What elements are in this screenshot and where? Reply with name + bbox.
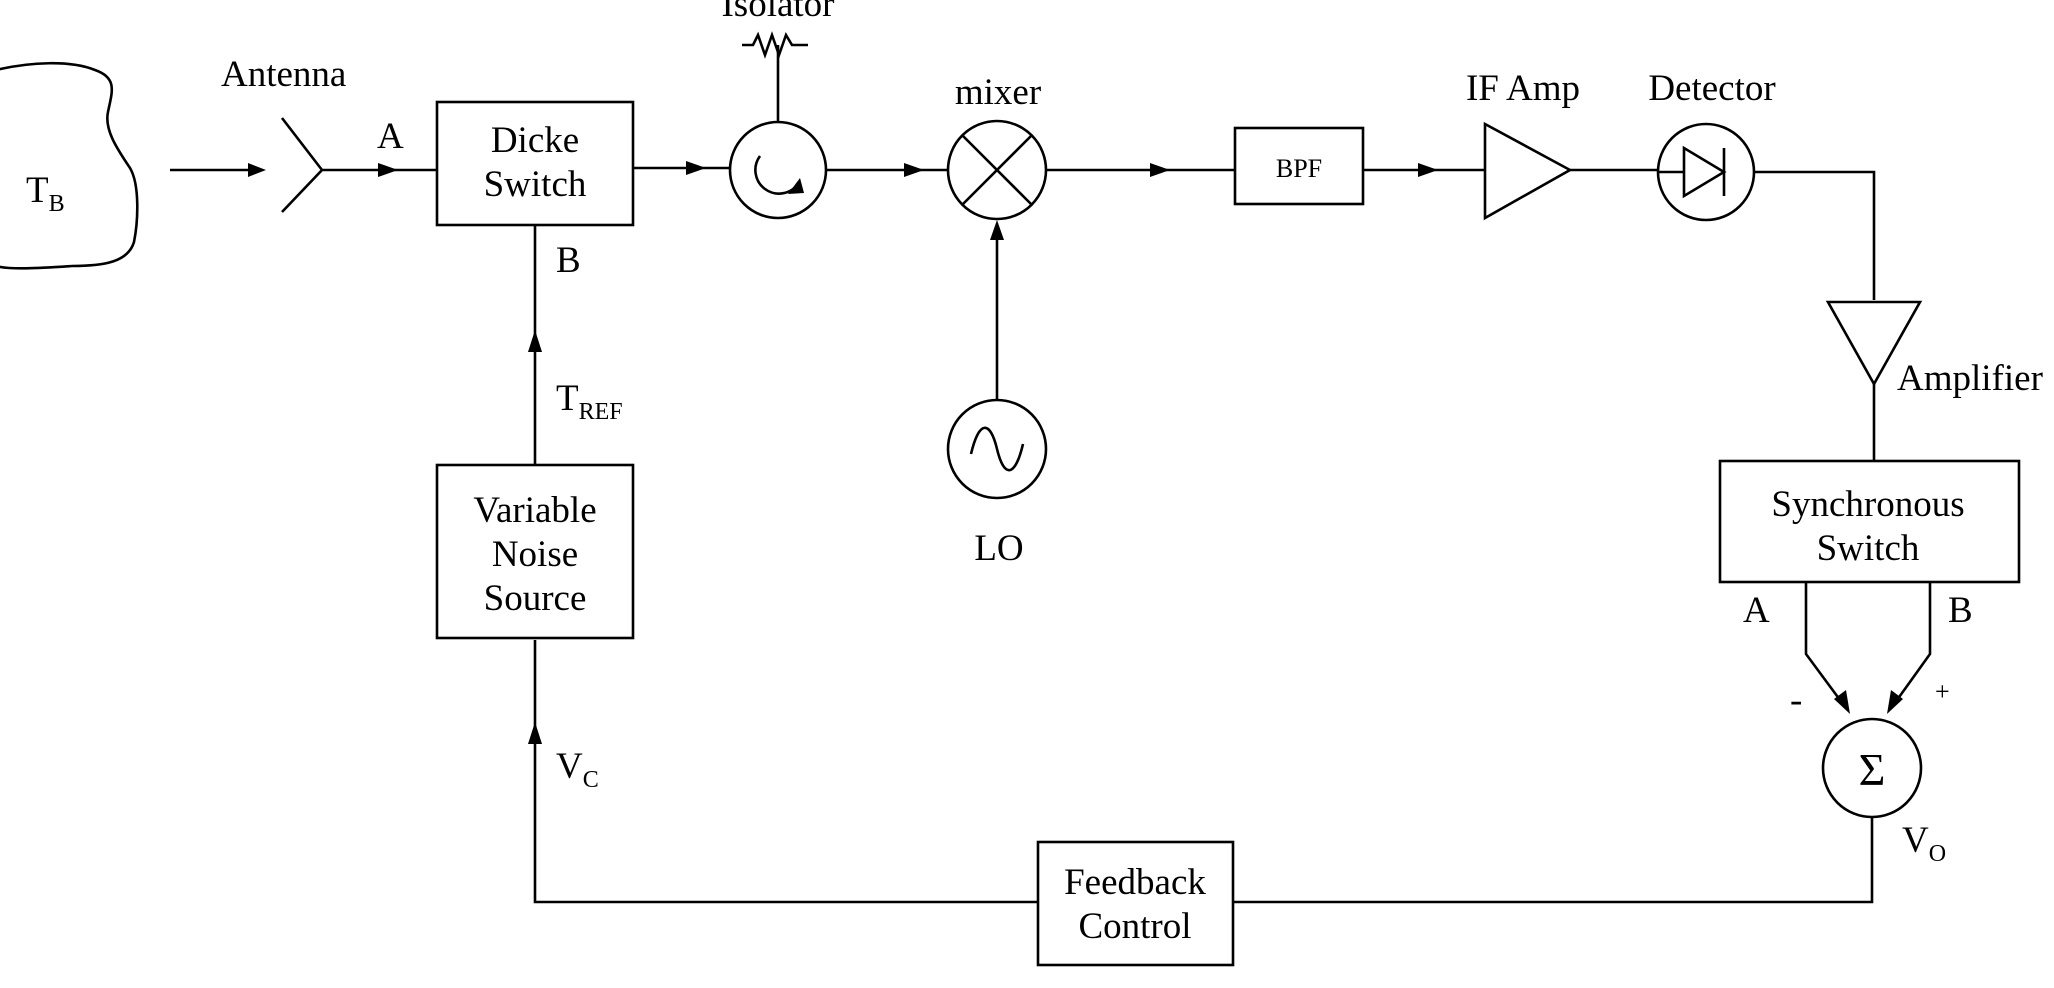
feedback-label-line-1: Feedback (1064, 862, 1206, 903)
mixer-symbol (946, 119, 1048, 221)
scene-blob-outline (0, 61, 139, 270)
isolator-symbol (728, 31, 828, 220)
arrowhead-to-dicke-switch (378, 163, 398, 177)
arrowhead-to-noise-source (528, 722, 542, 744)
sync-switch-label-line-2: Switch (1817, 528, 1920, 569)
dicke-switch-label-line-1: Dicke (491, 120, 579, 161)
noise-source-label-line-2: Noise (492, 534, 578, 575)
if-amp-triangle (1483, 121, 1573, 221)
if-amp-label: IF Amp (1466, 68, 1580, 109)
amplifier-label: Amplifier (1897, 358, 2043, 399)
arrowhead-sync-b-to-sum (1887, 690, 1903, 714)
arrowhead-to-mixer (904, 163, 924, 177)
sync-port-a-label: A (1743, 590, 1770, 631)
sync-port-b-label: B (1948, 590, 1973, 631)
isolator-label: Isolator (721, 0, 834, 25)
line-sync-b-to-sum (1895, 582, 1932, 701)
line-detector-to-amplifier (1754, 170, 1876, 300)
antenna-label: Antenna (221, 54, 346, 95)
line-feedback-to-noise-source (533, 640, 1038, 904)
arrowhead-to-if-amp (1418, 163, 1438, 177)
arrowhead-lo-to-mixer (990, 220, 1004, 240)
port-b-label: B (556, 240, 581, 281)
minus-sign: - (1790, 680, 1802, 721)
detector-diode-symbol (1656, 122, 1756, 222)
amplifier-triangle (1825, 300, 1923, 387)
arrowhead-to-isolator (686, 161, 706, 175)
arrowhead-to-bpf (1150, 163, 1170, 177)
mixer-label: mixer (955, 72, 1041, 113)
port-a-label: A (377, 116, 404, 157)
tref-label: TREF (556, 378, 623, 425)
tb-label: TB (26, 170, 65, 217)
arrowhead-to-dicke-port-b (528, 330, 542, 352)
arrowhead-sync-a-to-sum (1834, 690, 1850, 714)
line-sum-to-feedback (1233, 817, 1874, 904)
dicke-switch-block (435, 100, 635, 227)
detector-label: Detector (1648, 68, 1775, 109)
summation-symbol: Σ (1859, 744, 1886, 795)
bpf-block (1233, 126, 1365, 206)
scene-source: TB (0, 61, 139, 270)
noise-source-label-line-3: Source (484, 578, 587, 619)
plus-sign: + (1935, 677, 1950, 706)
synchronous-switch-block (1718, 459, 2021, 584)
lo-label: LO (974, 528, 1023, 569)
vc-label: VC (556, 746, 599, 793)
sync-switch-label-line-1: Synchronous (1771, 484, 1964, 525)
bpf-label: BPF (1276, 154, 1322, 183)
arrowhead-to-antenna (248, 163, 266, 177)
feedback-control-block (1036, 840, 1235, 967)
antenna-symbol (280, 117, 437, 213)
feedback-label-line-2: Control (1078, 906, 1191, 947)
vo-label: VO (1902, 820, 1946, 867)
variable-noise-source-block (435, 463, 635, 640)
local-oscillator-symbol (946, 398, 1048, 500)
dicke-switch-label-line-2: Switch (484, 164, 587, 205)
noise-source-label-line-1: Variable (473, 490, 596, 531)
line-sync-a-to-sum (1804, 582, 1842, 701)
